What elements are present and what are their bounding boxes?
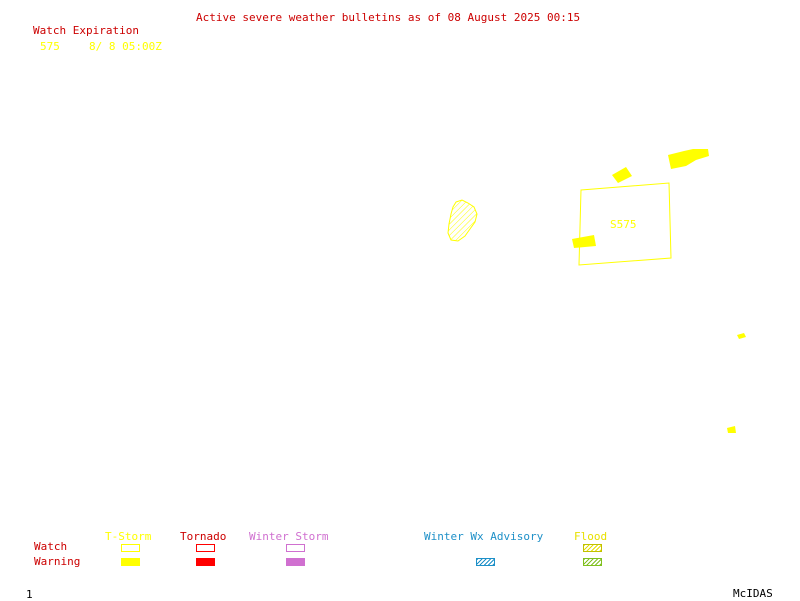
flood-hatched-area[interactable] bbox=[447, 199, 478, 242]
legend-label-winter-storm: Winter Storm bbox=[249, 530, 329, 543]
legend-label-winter-wx-advisory: Winter Wx Advisory bbox=[424, 530, 544, 543]
legend-swatch-flood-warning bbox=[583, 558, 602, 566]
legend-swatch-winter-storm-warning bbox=[286, 558, 305, 566]
watch-expiration-id: 575 bbox=[40, 40, 60, 53]
watch-box-label: S575 bbox=[610, 218, 637, 231]
legend-row-watch: Watch bbox=[34, 540, 68, 553]
bulletin-title: Active severe weather bulletins as of 08… bbox=[196, 11, 581, 24]
tstorm-warning-polygon[interactable] bbox=[737, 333, 746, 339]
mcidas-brand: McIDAS bbox=[733, 587, 773, 600]
legend-swatch-winter-storm-watch bbox=[286, 544, 305, 552]
legend-swatch-flood-watch bbox=[583, 544, 602, 552]
legend-swatch-winter-wx-advisory bbox=[476, 558, 495, 566]
tstorm-warning-polygon[interactable] bbox=[612, 167, 632, 183]
legend-label-flood: Flood bbox=[574, 530, 608, 543]
watch-expiration-heading: Watch Expiration bbox=[33, 24, 139, 37]
legend-label-tstorm: T-Storm bbox=[105, 530, 152, 543]
tstorm-warning-polygon[interactable] bbox=[727, 426, 736, 433]
legend-swatch-tornado-warning bbox=[196, 558, 215, 566]
legend-swatch-tstorm-watch bbox=[121, 544, 140, 552]
legend-row-warning: Warning bbox=[34, 555, 81, 568]
watch-expiration-time: 8/ 8 05:00Z bbox=[89, 40, 162, 53]
legend-swatch-tstorm-warning bbox=[121, 558, 140, 566]
legend-label-tornado: Tornado bbox=[180, 530, 227, 543]
frame-number: 1 bbox=[26, 588, 33, 601]
tstorm-warning-polygon[interactable] bbox=[572, 235, 596, 248]
tstorm-warning-polygon[interactable] bbox=[668, 149, 709, 169]
legend-swatch-tornado-watch bbox=[196, 544, 215, 552]
